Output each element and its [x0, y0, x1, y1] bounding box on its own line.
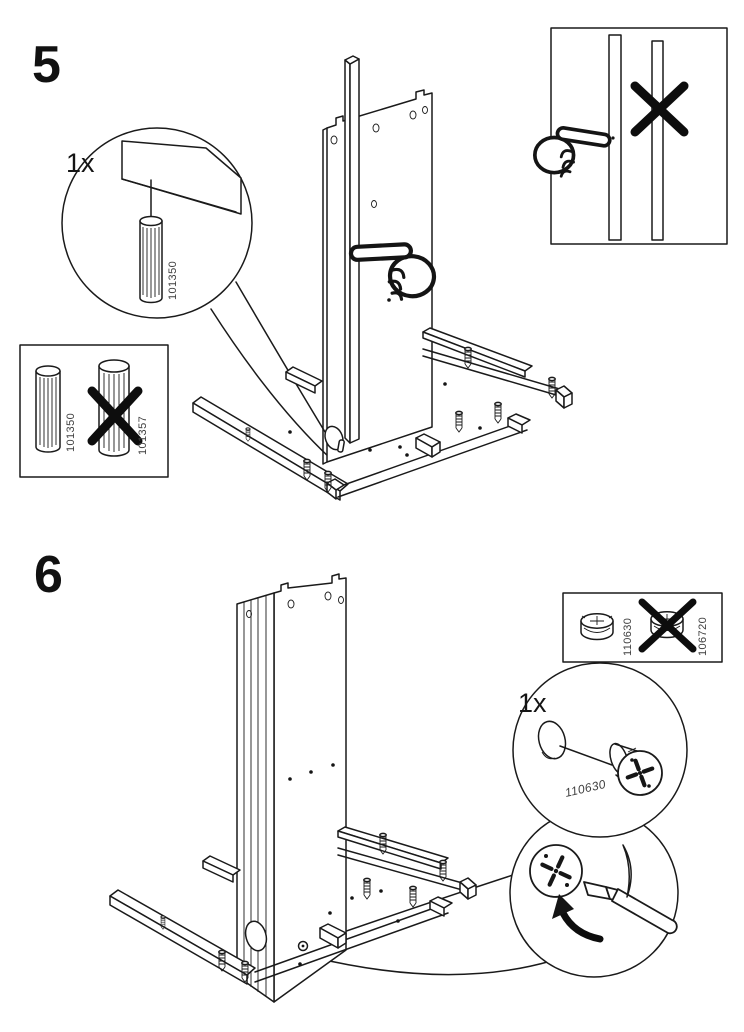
motion-line — [622, 844, 632, 898]
wrong-strip-x-icon — [630, 81, 689, 137]
step-5-number: 5 — [32, 36, 61, 94]
wrong-cam-x-icon — [638, 598, 697, 653]
step-5-section: 5 — [19, 27, 728, 501]
wrong-cam-part-number: 106720 — [697, 617, 709, 656]
base-frame — [109, 826, 477, 985]
correct-cam-icon — [580, 613, 614, 641]
step-6-quantity-label: 1x — [518, 688, 547, 718]
correct-cam-part-number: 110630 — [622, 618, 634, 656]
wrong-dowel-x-icon — [87, 386, 143, 446]
wrong-strip-icon — [651, 40, 664, 241]
step-6-detail-circle — [509, 808, 679, 978]
step-6-parts-box: 110630 106720 — [562, 592, 723, 663]
step-6-main-illustration — [109, 573, 552, 1003]
cam-lock-icon — [609, 742, 663, 796]
side-panel — [236, 573, 347, 1003]
step-5-callout: 1x 101350 — [61, 127, 253, 319]
dowel-insert-position — [337, 439, 345, 453]
screwdriver-icon — [583, 881, 678, 935]
step-6-callout: 1x 110630 — [512, 662, 688, 838]
rotate-arrow-icon — [552, 894, 604, 943]
step-5-callout-part-number: 101350 — [167, 261, 179, 300]
wrong-dowel-part-number: 101357 — [137, 416, 149, 455]
base-frame — [192, 327, 573, 501]
cam-hole-icon — [537, 720, 567, 760]
step-5-main-illustration — [192, 55, 573, 501]
correct-dowel-part-number: 101350 — [65, 413, 77, 452]
cam-lock-face-icon — [529, 844, 583, 898]
dowel-icon — [139, 215, 163, 304]
step-5-parts-box: 101350 101357 — [19, 344, 169, 478]
step-5-quantity-label: 1x — [66, 148, 95, 178]
step-6-section: 6 — [34, 546, 723, 1003]
correct-dowel-icon — [35, 365, 61, 453]
step-6-number: 6 — [34, 546, 63, 604]
step-5-orientation-box — [535, 27, 728, 245]
cam-lock-position — [297, 940, 309, 952]
